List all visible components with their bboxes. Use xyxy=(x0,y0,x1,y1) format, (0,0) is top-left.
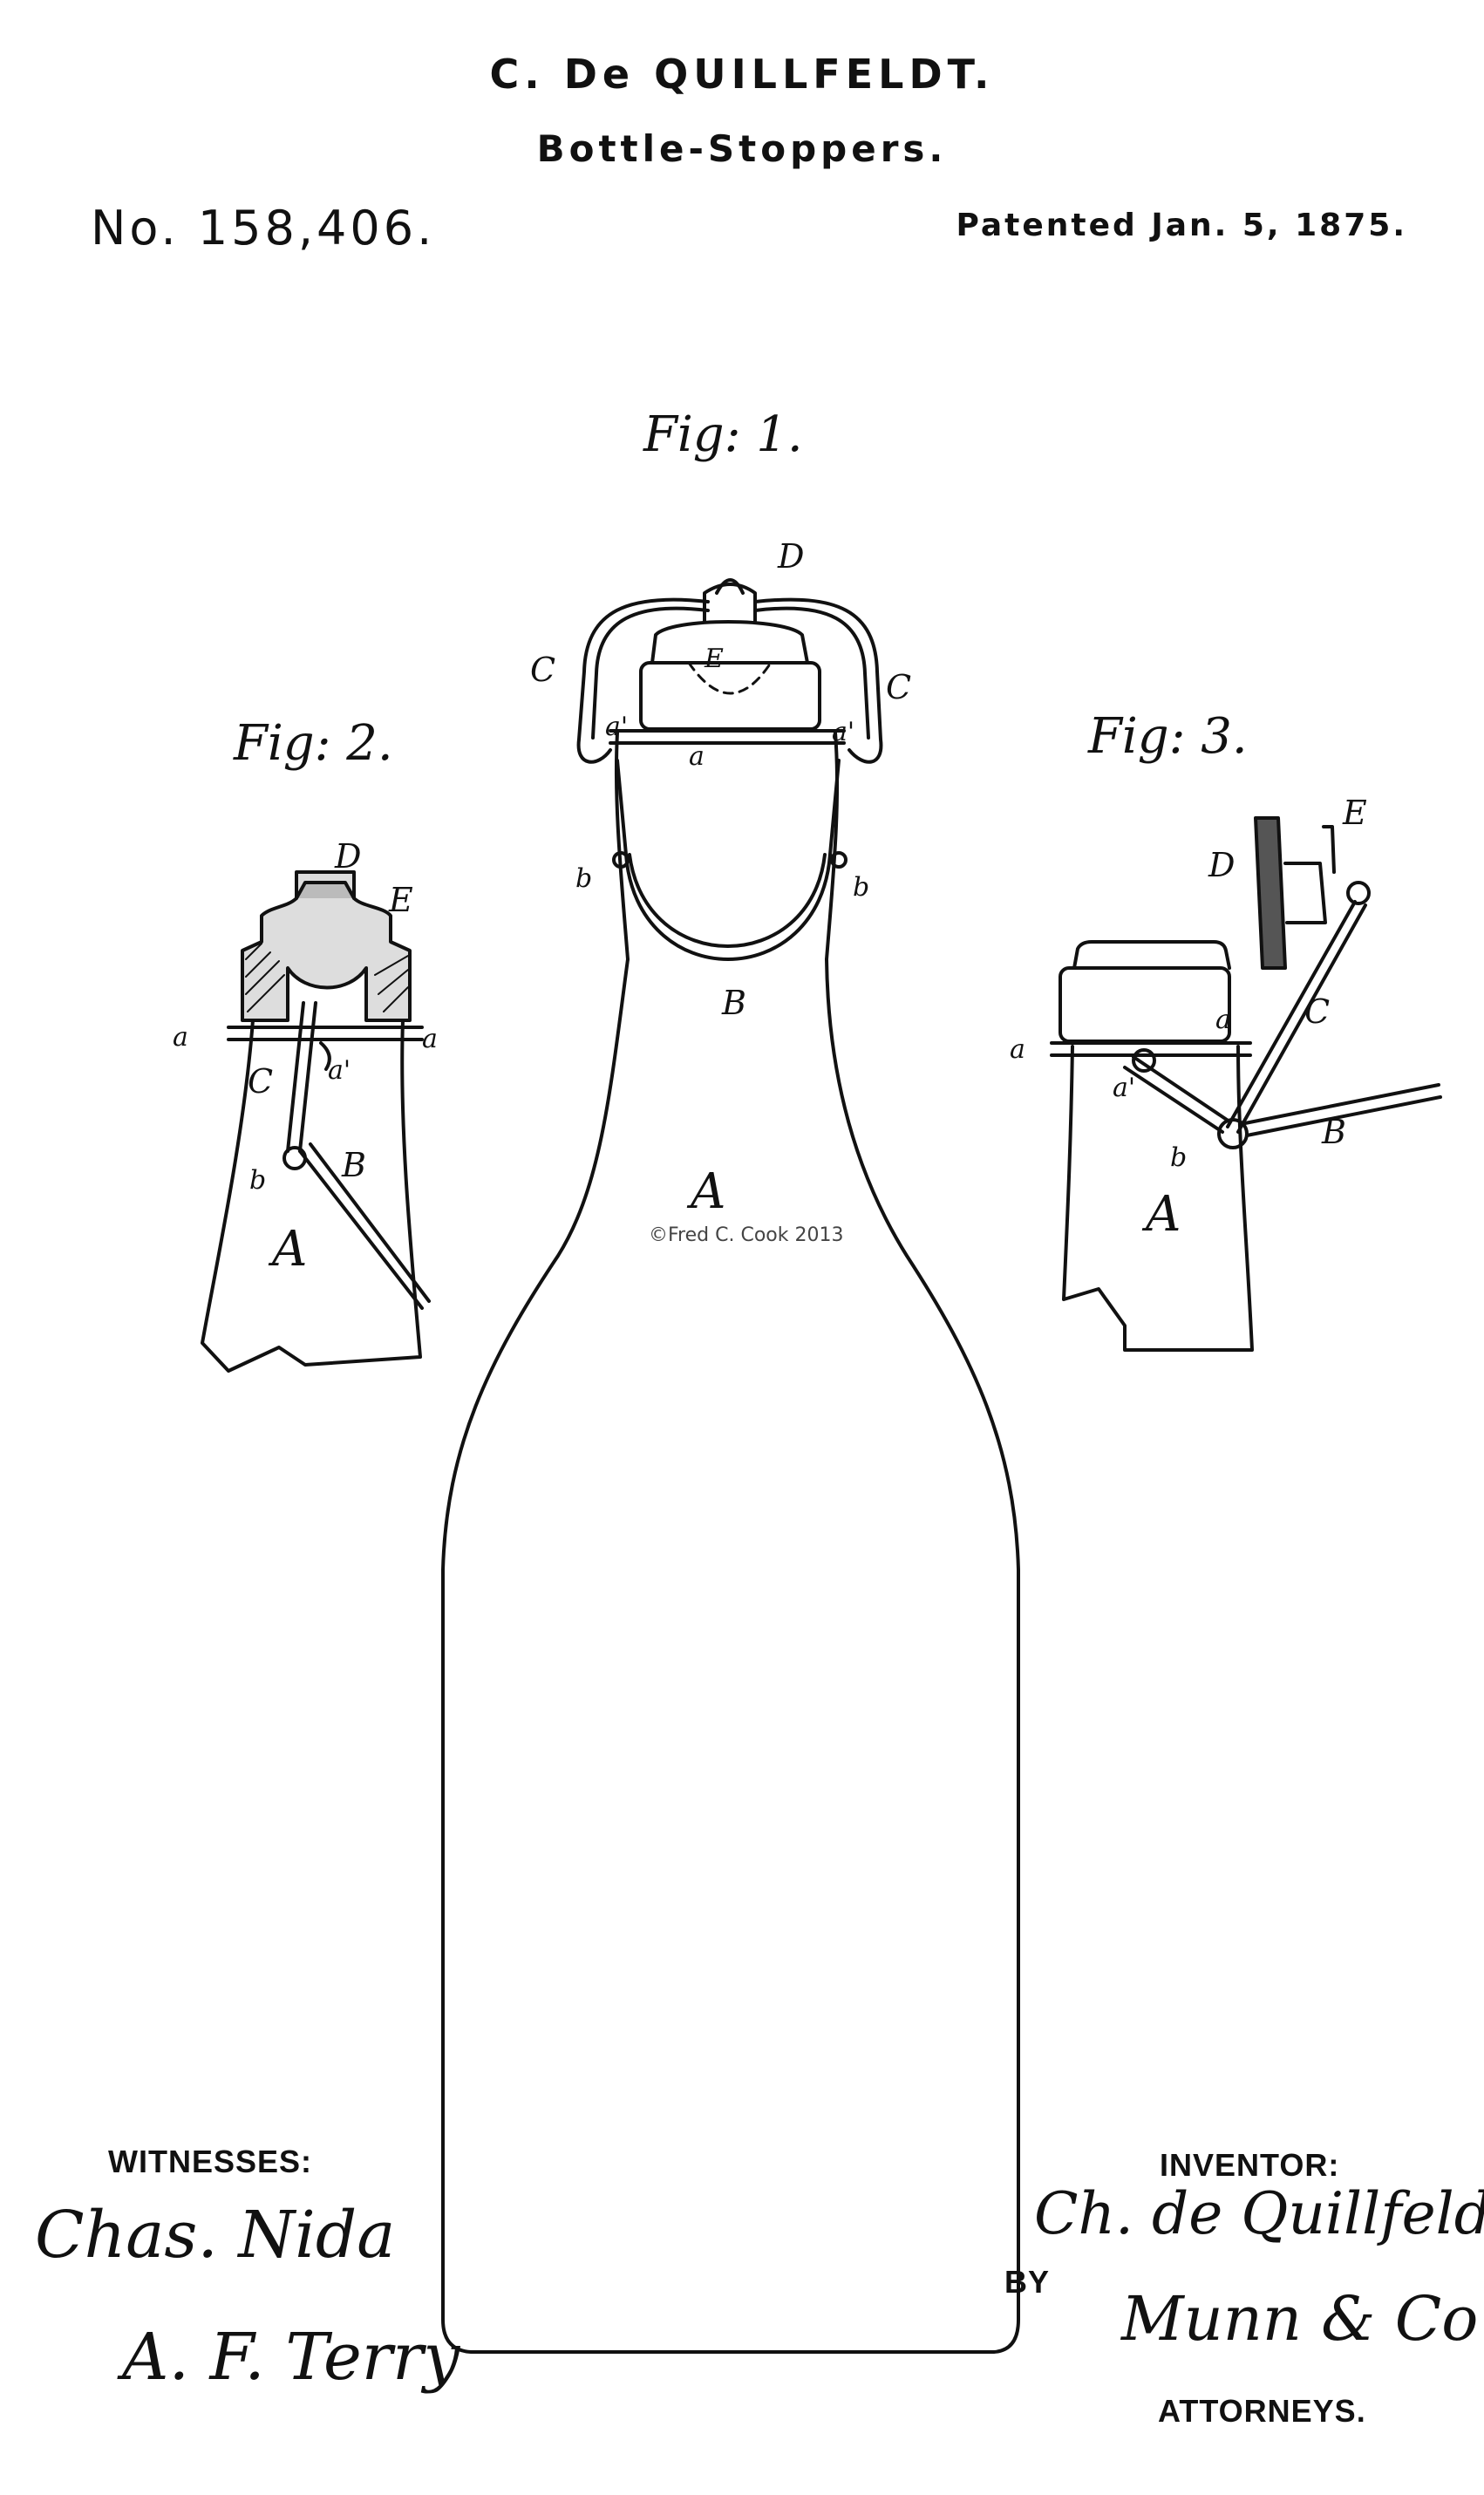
fig3-cap-e xyxy=(1322,825,1336,874)
fig1-stopper-knob xyxy=(715,578,745,595)
fig1-label-b-right: b xyxy=(853,872,870,903)
fig1-label-a1-right: a' xyxy=(832,717,855,747)
fig3-caption: Fig: 3. xyxy=(1088,708,1248,765)
fig1-lever-b xyxy=(616,759,841,961)
attorneys-label: ATTORNEYS. xyxy=(1158,2393,1366,2429)
fig3-stopper-base xyxy=(1059,966,1231,1043)
fig1-label-b-left: b xyxy=(575,863,593,894)
fig2-wire-c xyxy=(286,1001,317,1153)
fig2-label-a-left: a xyxy=(173,1022,188,1053)
fig1-lip-ring xyxy=(609,729,846,745)
fig1-caption: Fig: 1. xyxy=(643,406,803,463)
fig3-pivot xyxy=(1217,1118,1249,1149)
fig1-pivot-right xyxy=(830,851,848,869)
fig2-label-a-body: A xyxy=(272,1221,308,1278)
fig3-label-a-right: a xyxy=(1215,1005,1231,1035)
fig2-label-e: E xyxy=(389,881,413,919)
fig3-label-a-left: a xyxy=(1010,1034,1025,1065)
fig1-stopper-top xyxy=(703,583,757,623)
fig1-lever-b-inner xyxy=(628,853,827,948)
fig3-cap-neck xyxy=(1283,862,1327,924)
fig3-label-a-body: A xyxy=(1146,1186,1181,1243)
fig2-label-b-lever: B xyxy=(342,1146,366,1184)
fig3-label-d: D xyxy=(1208,846,1236,884)
inventor-signature: Ch. de Quillfeldt xyxy=(1034,2180,1484,2247)
fig1-bottle-outline xyxy=(441,958,1020,2354)
fig1-label-c-left: C xyxy=(530,651,556,689)
inventor-name: C. De QUILLFELDT. xyxy=(489,51,995,98)
fig2-neck-outline xyxy=(201,1019,422,1373)
fig3-label-c: C xyxy=(1304,992,1331,1031)
fig2-lip-ring xyxy=(227,1026,424,1041)
fig2-stopper-head xyxy=(295,881,356,900)
fig1-stopper-hidden xyxy=(687,661,773,695)
fig1-stopper-cap xyxy=(650,620,809,665)
fig3-label-a1: a' xyxy=(1113,1073,1136,1103)
fig1-bail-left xyxy=(576,597,710,764)
copyright-notice: ©Fred C. Cook 2013 xyxy=(649,1224,844,1246)
fig1-bail-right xyxy=(753,597,883,764)
fig3-wire-c xyxy=(1226,900,1367,1134)
fig2-caption: Fig: 2. xyxy=(234,715,393,772)
patent-number: No. 158,406. xyxy=(91,201,436,256)
fig1-stopper xyxy=(639,661,821,731)
fig3-stopper-top xyxy=(1072,940,1231,970)
fig2-stopper-body xyxy=(241,870,412,1022)
fig1-label-a: a xyxy=(689,741,705,772)
fig2-label-a1: a' xyxy=(328,1055,351,1086)
fig1-label-a1-left: a' xyxy=(605,712,629,742)
fig2-label-b: b xyxy=(249,1165,267,1196)
patent-title: Bottle-Stoppers. xyxy=(536,127,948,170)
fig2-lever-b xyxy=(298,1142,431,1310)
witness-signature-2: A. F. Terry xyxy=(122,2320,460,2395)
fig2-hatching xyxy=(245,943,409,1012)
fig3-lever-b xyxy=(1123,1055,1442,1137)
fig1-label-d: D xyxy=(778,537,805,576)
fig1-label-a-body: A xyxy=(691,1163,726,1220)
fig1-bail-right-inner xyxy=(753,606,870,740)
fig1-label-e: E xyxy=(705,644,724,674)
fig3-label-b-lever: B xyxy=(1322,1113,1346,1151)
fig1-pivot-left xyxy=(612,851,630,869)
by-label: BY xyxy=(1004,2264,1051,2300)
fig2-ring-a xyxy=(319,1041,331,1071)
fig2-label-d: D xyxy=(335,837,362,876)
fig3-label-e: E xyxy=(1343,794,1367,832)
fig2-pivot xyxy=(283,1146,307,1170)
inventor-label: INVENTOR: xyxy=(1160,2147,1340,2183)
fig1-label-c-right: C xyxy=(886,668,912,706)
fig2-label-c: C xyxy=(248,1062,274,1101)
patent-date: Patented Jan. 5, 1875. xyxy=(956,208,1407,243)
fig1-bail-left-inner xyxy=(591,606,710,740)
fig1-label-b: B xyxy=(722,984,746,1022)
fig3-cap-d xyxy=(1254,816,1287,970)
fig3-cap-ring xyxy=(1346,881,1371,905)
witness-signature-1: Chas. Nida xyxy=(35,2198,396,2273)
fig3-ring-a xyxy=(1132,1048,1156,1073)
fig2-label-a-right: a xyxy=(422,1024,438,1054)
witnesses-label: WITNESSES: xyxy=(108,2144,313,2179)
attorney-signature: Munn & Co xyxy=(1121,2283,1479,2355)
fig3-label-b: b xyxy=(1170,1142,1188,1173)
